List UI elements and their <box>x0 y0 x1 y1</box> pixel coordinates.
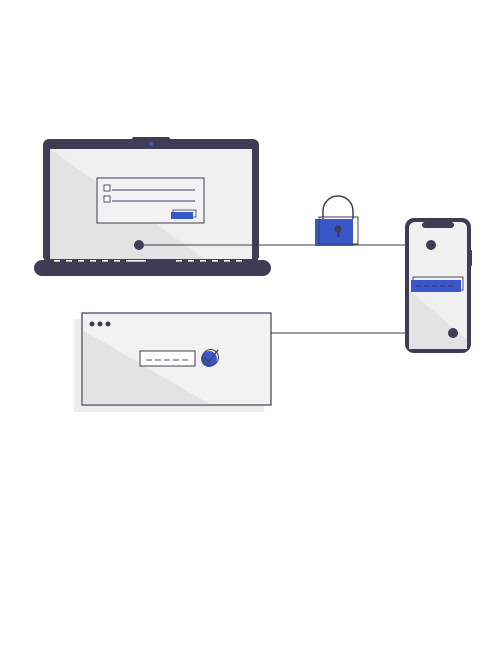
smartphone-icon <box>405 218 472 353</box>
padlock-body-outline <box>318 216 359 245</box>
laptop-keyboard-keys <box>54 260 242 262</box>
phone-connection-dot-top <box>426 240 436 250</box>
window-dot-1 <box>89 321 95 327</box>
laptop-base <box>34 260 271 276</box>
phone-connection-dot-bottom <box>448 328 458 338</box>
checkmark-badge-icon <box>201 349 219 367</box>
window-dot-2 <box>97 321 103 327</box>
login-form-dialog <box>96 177 205 224</box>
remember-checkbox-1 <box>103 184 111 192</box>
form-submit-button <box>171 212 193 219</box>
camera-lens <box>149 142 153 146</box>
window-dot-3 <box>105 321 111 327</box>
browser-window-icon <box>74 312 272 412</box>
padlock-keyhole <box>334 225 342 233</box>
remember-checkbox-2 <box>103 195 111 203</box>
laptop-connection-dot <box>134 240 144 250</box>
padlock-icon <box>315 195 359 246</box>
verification-code-input <box>139 350 196 367</box>
padlock-shackle <box>322 195 354 219</box>
padlock-keyhole-slot <box>337 230 340 237</box>
browser-window-controls <box>89 321 111 327</box>
camera-icon <box>132 137 170 143</box>
phone-notch <box>422 222 454 228</box>
laptop-icon <box>34 137 271 276</box>
padlock-body <box>315 219 353 246</box>
browser-window-diagonal-shadow <box>82 330 210 405</box>
